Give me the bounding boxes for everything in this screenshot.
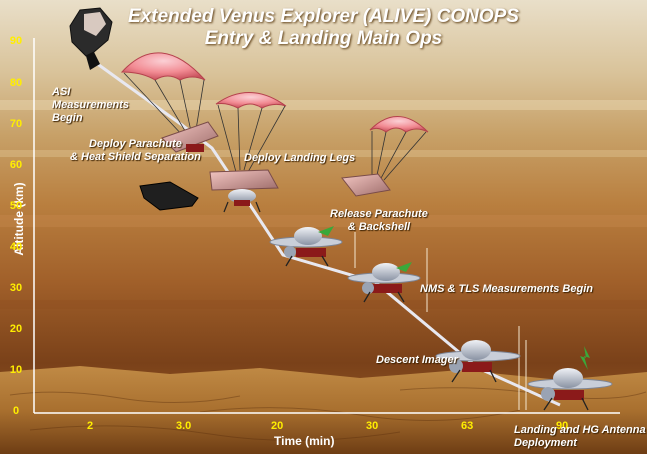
x-tick: 30	[366, 420, 379, 432]
y-tick: 30	[9, 282, 23, 294]
y-tick: 80	[9, 77, 23, 89]
cloud-bands	[0, 100, 647, 309]
event-markers	[354, 232, 527, 410]
annotation-release: Release Parachute & Backshell	[330, 208, 428, 233]
antenna-icon	[396, 262, 412, 272]
y-tick: 20	[9, 323, 23, 335]
x-tick: 3.0	[176, 420, 192, 432]
lander-with-backshell-icon	[209, 169, 279, 213]
lander-icon	[435, 340, 521, 383]
y-tick: 70	[9, 118, 23, 130]
parachute-icon	[215, 92, 287, 173]
x-tick: 2	[87, 420, 94, 432]
annotation-parachute: Deploy Parachute & Heat Shield Separatio…	[70, 138, 201, 163]
y-tick: 0	[12, 405, 20, 417]
y-axis-label: Altitude (km)	[12, 182, 26, 256]
lander-icon	[347, 262, 421, 303]
parachute-icon	[369, 116, 429, 181]
y-tick: 40	[9, 241, 23, 253]
lander-icon	[269, 226, 343, 267]
x-tick: 90	[556, 420, 569, 432]
entry-capsule-icon	[69, 7, 113, 70]
y-tick: 10	[9, 364, 23, 376]
x-tick: 20	[271, 420, 284, 432]
venus-surface	[0, 366, 647, 454]
title-line-2: Entry & Landing Main Ops	[204, 28, 443, 49]
annotation-nms-tls: NMS & TLS Measurements Begin	[420, 283, 593, 295]
x-tick: 63	[461, 420, 474, 432]
y-tick: 60	[9, 159, 23, 171]
y-tick: 50	[9, 200, 23, 212]
lander-icon	[527, 346, 613, 411]
backshell-lander-icon	[161, 121, 219, 153]
y-tick: 90	[9, 35, 23, 47]
heat-shield-icon	[139, 181, 199, 211]
title-line-1: Extended Venus Explorer (ALIVE) CONOPS	[128, 6, 519, 27]
x-axis-label: Time (min)	[274, 434, 335, 448]
annotation-asi: ASI Measurements Begin	[52, 86, 130, 124]
antenna-icon	[318, 226, 334, 236]
annotation-landing: Landing and HG Antenna Deployment	[514, 424, 646, 449]
surface-texture	[9, 387, 647, 441]
antenna-icon	[580, 346, 590, 370]
backshell-icon	[341, 173, 391, 197]
annotation-descent-imager: Descent Imager	[376, 354, 458, 366]
annotation-landing-legs: Deploy Landing Legs	[244, 152, 356, 164]
